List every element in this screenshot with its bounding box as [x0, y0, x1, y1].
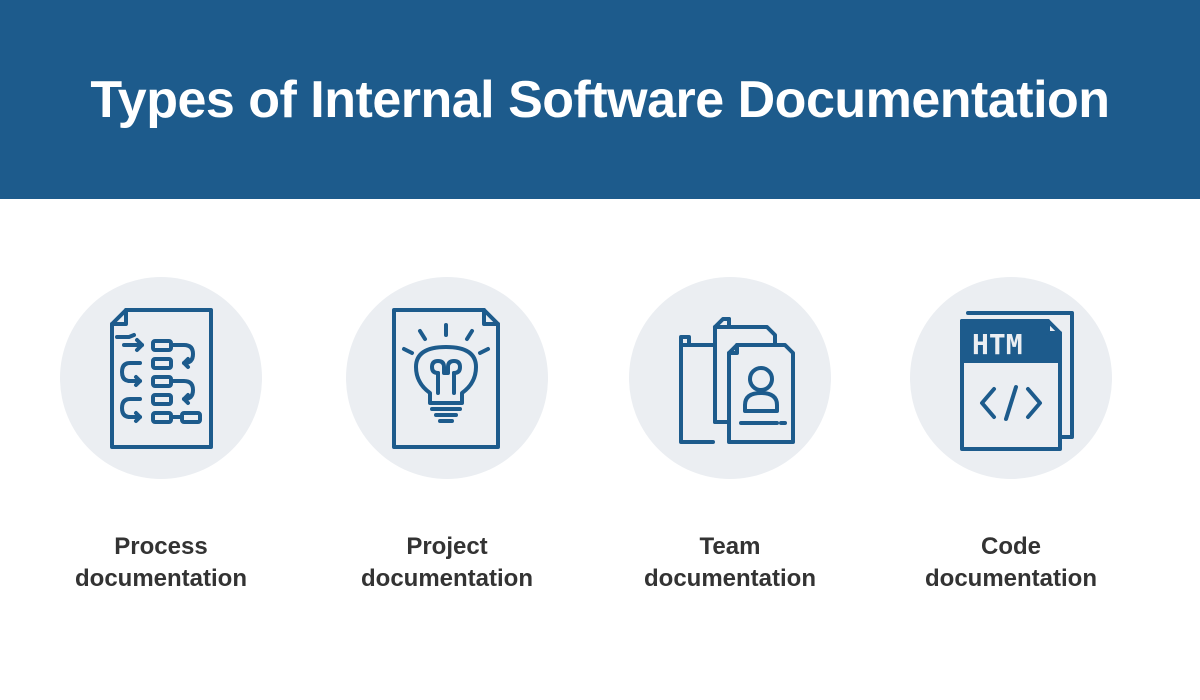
lightbulb-document-icon	[392, 308, 500, 449]
card-process-documentation: Process documentation	[21, 277, 301, 607]
label-line-2: documentation	[361, 565, 533, 592]
card-project-documentation: Project documentation	[307, 277, 587, 607]
html-code-document-icon: HTM	[960, 311, 1074, 451]
card-label: Team documentation	[590, 531, 870, 595]
label-line-1: Project	[406, 533, 488, 560]
card-label: Code documentation	[871, 531, 1151, 595]
card-label: Project documentation	[307, 531, 587, 595]
label-line-2: documentation	[644, 565, 816, 592]
label-line-2: documentation	[75, 565, 247, 592]
card-code-documentation: HTM Code documentation	[871, 277, 1151, 607]
html-label: HTM	[972, 328, 1023, 361]
label-line-2: documentation	[925, 565, 1097, 592]
label-line-1: Process	[114, 533, 208, 560]
icon-circle: HTM	[910, 277, 1112, 479]
card-team-documentation: Team documentation	[590, 277, 870, 607]
page-title: Types of Internal Software Documentation	[90, 71, 1110, 129]
icon-circle	[60, 277, 262, 479]
label-line-1: Team	[699, 533, 761, 560]
icon-circle	[629, 277, 831, 479]
label-line-1: Code	[981, 533, 1041, 560]
team-profile-documents-icon	[679, 317, 795, 444]
icon-circle	[346, 277, 548, 479]
process-flowchart-icon	[110, 308, 213, 449]
card-label: Process documentation	[21, 531, 301, 595]
header-banner: Types of Internal Software Documentation	[0, 0, 1200, 199]
